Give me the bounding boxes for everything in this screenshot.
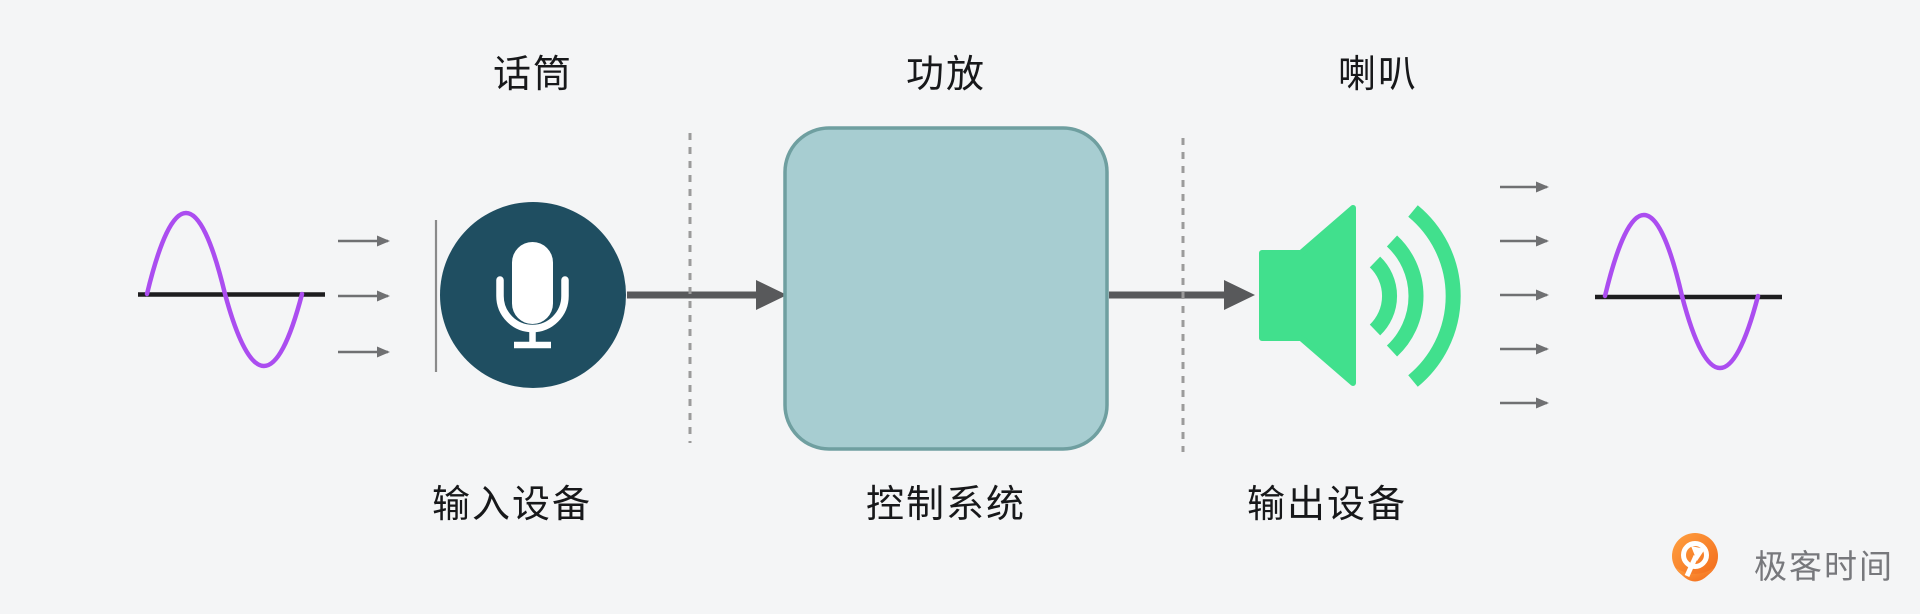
- microphone-icon: [440, 202, 626, 388]
- speaker-icon: [1259, 205, 1461, 387]
- output-sine-wave-icon: [1595, 212, 1782, 370]
- speaker-wave-arc-1: [1369, 256, 1398, 336]
- label-output-device: 输出设备: [1246, 484, 1407, 526]
- label-loudspeaker: 喇叭: [1337, 54, 1418, 96]
- speaker-body: [1259, 205, 1356, 386]
- label-amplifier: 功放: [905, 54, 986, 96]
- label-input-device: 输入设备: [431, 484, 592, 526]
- output-wave-curve: [1602, 212, 1761, 370]
- input-flow-arrows: [338, 235, 390, 358]
- logo-needle-head: [1691, 546, 1705, 561]
- logo-needle: [1684, 554, 1699, 578]
- logo-pin-tail: [1676, 568, 1714, 582]
- box-to-speaker-arrow: [1109, 280, 1255, 310]
- mic-capsule: [512, 242, 553, 324]
- geektime-logo-icon: [1672, 533, 1718, 582]
- control-system-box: [783, 126, 1109, 451]
- input-wave-curve: [144, 210, 305, 368]
- label-control-system: 控制系统: [865, 484, 1026, 526]
- speaker-wave-arc-3: [1408, 205, 1461, 387]
- geektime-branding: 极客时间: [1746, 542, 1894, 592]
- mic-to-box-arrow: [627, 280, 787, 310]
- input-sine-wave-icon: [138, 210, 325, 368]
- logo-text: 极客时间: [1754, 548, 1894, 585]
- output-flow-arrows: [1500, 181, 1549, 409]
- logo-ring: [1681, 541, 1709, 569]
- label-microphone: 话筒: [492, 54, 573, 96]
- speaker-wave-arc-2: [1386, 235, 1424, 357]
